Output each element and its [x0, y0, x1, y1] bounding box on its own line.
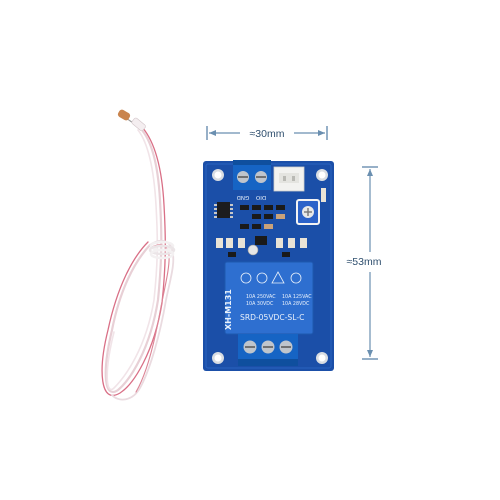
model-label: XH-M131	[224, 289, 233, 330]
arrow-left-icon	[209, 130, 216, 136]
cqc-logo-icon	[240, 272, 252, 284]
cable-tie	[148, 240, 176, 260]
arrow-up-icon	[367, 169, 373, 176]
photoresistor	[117, 109, 146, 132]
warning-triangle-icon	[271, 271, 285, 284]
width-label: ≈30mm	[250, 128, 285, 140]
height-label: ≈53mm	[347, 256, 382, 268]
side-resistor	[321, 188, 326, 202]
relay: XH-M131 10A 250VAC 10A 30VDC 10A 125VAC …	[224, 261, 314, 335]
potentiometer	[296, 199, 320, 225]
arrow-down-icon	[367, 350, 373, 357]
arrow-right-icon	[318, 130, 325, 136]
relay-rating-dc1: 10A 30VDC	[246, 301, 274, 307]
relay-rating-dc2: 10A 28VDC	[282, 301, 310, 307]
relay-rating-ac2: 10A 125VAC	[282, 294, 312, 300]
relay-model: SRD-05VDC-SL-C	[240, 313, 304, 322]
width-dimension: ≈30mm	[206, 126, 328, 140]
ce-logo-icon	[256, 272, 268, 284]
relay-module-board: GND DIO	[203, 160, 334, 371]
mounting-holes	[212, 169, 328, 364]
gnd-silkscreen: GND	[237, 194, 250, 200]
sensor-cable	[101, 126, 175, 401]
ul-logo-icon	[290, 272, 302, 284]
comparator-chip	[214, 202, 233, 218]
relay-rating-ac1: 10A 250VAC	[246, 294, 276, 300]
smd-components	[216, 205, 307, 257]
height-dimension: ≈53mm	[347, 166, 382, 360]
jst-connector	[273, 166, 305, 192]
bottom-screw-terminal	[238, 334, 298, 366]
top-screw-terminal	[233, 160, 271, 190]
transistor	[247, 236, 267, 256]
dio-silkscreen: DIO	[255, 194, 266, 200]
